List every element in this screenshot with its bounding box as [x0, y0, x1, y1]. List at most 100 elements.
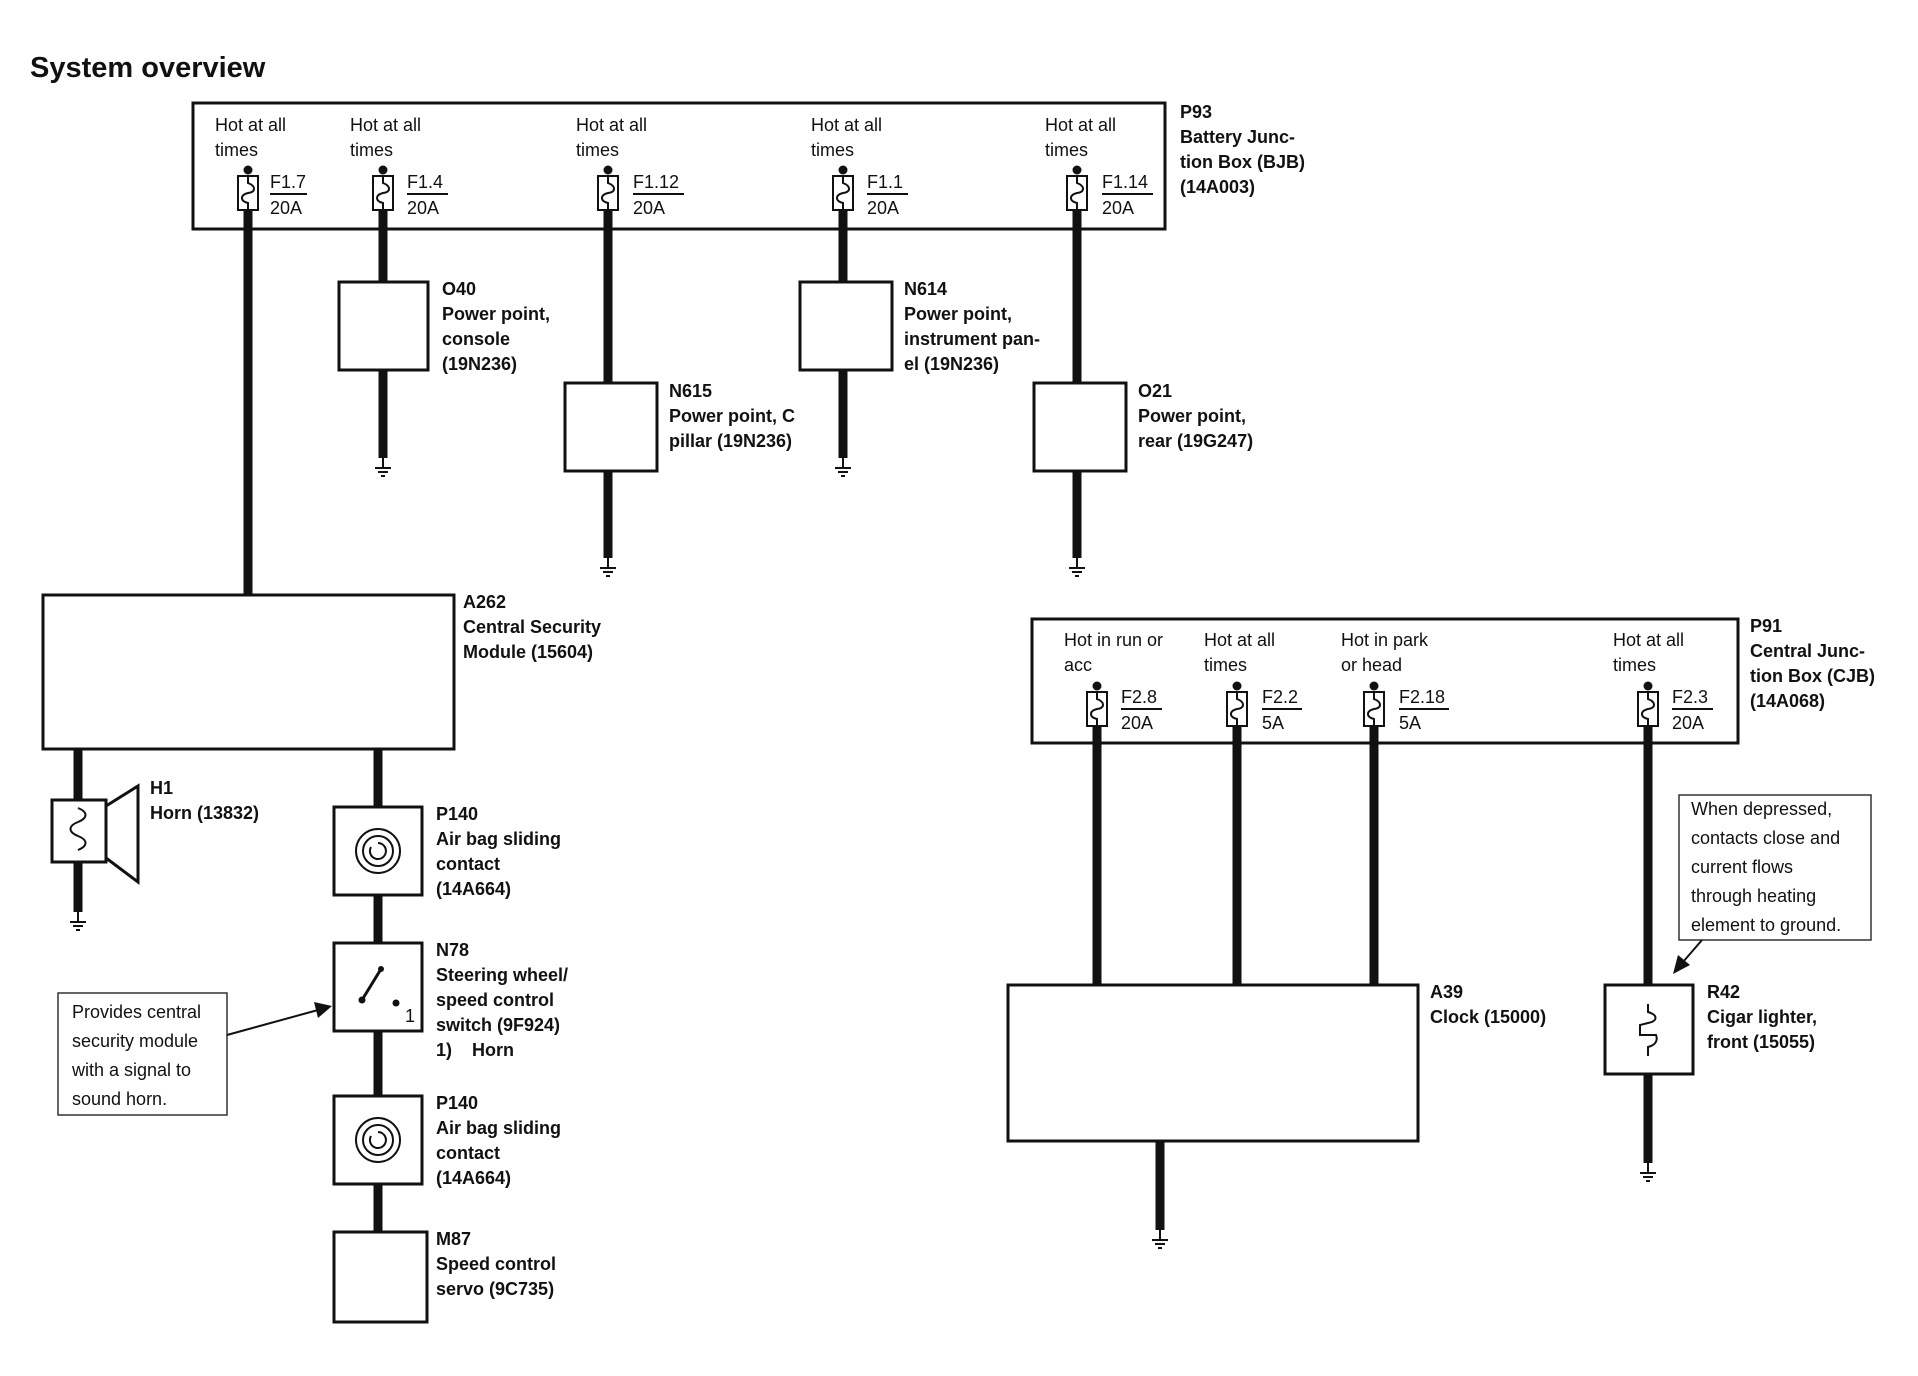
bjb-id: P93 — [1180, 102, 1212, 122]
fuse-hot-label: times — [350, 140, 393, 160]
fuse-hot-label: times — [576, 140, 619, 160]
callout-text: current flows — [1691, 857, 1793, 877]
component-desc: console — [442, 329, 510, 349]
callout-text: When depressed, — [1691, 799, 1832, 819]
fuse-hot-label: times — [215, 140, 258, 160]
power-point-c-pillar: N615 Power point, C pillar (19N236) — [563, 381, 795, 473]
fuse-f1-1: Hot at all times F1.1 20A — [811, 115, 908, 218]
central-junction-box: P91 Central Junc- tion Box (CJB) (14A068… — [1030, 616, 1875, 745]
airbag-sliding-contact-lower: P140 Air bag sliding contact (14A664) — [332, 1093, 561, 1188]
fuse-id: F2.3 — [1672, 687, 1708, 707]
fuse-rating: 20A — [1102, 198, 1134, 218]
component-desc: Speed control — [436, 1254, 556, 1274]
component-desc: switch (9F924) — [436, 1015, 560, 1035]
callout-text: Provides central — [72, 1002, 201, 1022]
component-id: N78 — [436, 940, 469, 960]
component-desc: pillar (19N236) — [669, 431, 792, 451]
component-desc: Air bag sliding — [436, 829, 561, 849]
component-desc: Steering wheel/ — [436, 965, 568, 985]
component-desc: Power point, C — [669, 406, 795, 426]
component-desc: rear (19G247) — [1138, 431, 1253, 451]
fuse-f1-12: Hot at all times F1.12 20A — [576, 115, 684, 218]
component-id: N615 — [669, 381, 712, 401]
fuse-hot-label: Hot at all — [1204, 630, 1275, 650]
component-id: O40 — [442, 279, 476, 299]
component-id: N614 — [904, 279, 947, 299]
fuse-hot-label: Hot at all — [576, 115, 647, 135]
component-desc: Horn (13832) — [150, 803, 259, 823]
fuse-id: F2.8 — [1121, 687, 1157, 707]
component-id: M87 — [436, 1229, 471, 1249]
component-id: A39 — [1430, 982, 1463, 1002]
callout-text: with a signal to — [71, 1060, 191, 1080]
fuse-id: F1.4 — [407, 172, 443, 192]
callout-lighter: When depressed, contacts close and curre… — [1673, 794, 1872, 974]
component-id: H1 — [150, 778, 173, 798]
callout-text: security module — [72, 1031, 198, 1051]
fuse-f1-4: Hot at all times F1.4 20A — [350, 115, 448, 218]
fuse-hot-label: Hot at all — [1045, 115, 1116, 135]
fuse-rating: 20A — [1121, 713, 1153, 733]
component-desc: (14A664) — [436, 879, 511, 899]
callout-text: element to ground. — [1691, 915, 1841, 935]
component-desc: Power point, — [904, 304, 1012, 324]
fuse-id: F2.2 — [1262, 687, 1298, 707]
callout-text: contacts close and — [1691, 828, 1840, 848]
bjb-wires — [243, 211, 1082, 595]
ground-icon — [69, 911, 87, 931]
fuse-hot-label: Hot at all — [811, 115, 882, 135]
fuse-rating: 20A — [270, 198, 302, 218]
fuse-f2-3: Hot at all times F2.3 20A — [1613, 630, 1713, 733]
steering-wheel-speed-control-switch: 1 N78 Steering wheel/ speed control swit… — [332, 940, 568, 1060]
central-security-module: A262 Central Security Module (15604) — [41, 592, 601, 751]
fuse-rating: 20A — [1672, 713, 1704, 733]
fuse-f1-7: Hot at all times F1.7 20A — [215, 115, 307, 218]
fuse-hot-label: times — [1045, 140, 1088, 160]
component-desc: Module (15604) — [463, 642, 593, 662]
ground-icon — [1151, 1229, 1169, 1249]
bjb-desc-1: Battery Junc- — [1180, 127, 1295, 147]
switch-note: 1) Horn — [436, 1040, 514, 1060]
callout-horn-signal: Provides central security module with a … — [57, 992, 332, 1116]
bjb-desc-3: (14A003) — [1180, 177, 1255, 197]
ground-symbols-top — [374, 457, 1086, 577]
cigar-lighter: R42 Cigar lighter, front (15055) — [1603, 982, 1817, 1076]
component-desc: (14A664) — [436, 1168, 511, 1188]
component-desc: Central Security — [463, 617, 601, 637]
fuse-hot-label: Hot at all — [215, 115, 286, 135]
fuse-hot-label: Hot in park — [1341, 630, 1429, 650]
fuse-id: F2.18 — [1399, 687, 1445, 707]
fuse-hot-label: Hot in run or — [1064, 630, 1163, 650]
component-desc: speed control — [436, 990, 554, 1010]
fuse-rating: 5A — [1399, 713, 1421, 733]
cjb-id: P91 — [1750, 616, 1782, 636]
fuse-f2-2: Hot at all times F2.2 5A — [1204, 630, 1302, 733]
fuse-id: F1.7 — [270, 172, 306, 192]
fuse-id: F1.1 — [867, 172, 903, 192]
switch-pin-number: 1 — [405, 1006, 415, 1026]
component-desc: contact — [436, 854, 500, 874]
fuse-rating: 20A — [633, 198, 665, 218]
power-point-console: O40 Power point, console (19N236) — [337, 279, 550, 374]
power-point-rear: O21 Power point, rear (19G247) — [1032, 381, 1253, 473]
clock: A39 Clock (15000) — [1006, 982, 1546, 1143]
fuse-id: F1.12 — [633, 172, 679, 192]
component-id: A262 — [463, 592, 506, 612]
horn: H1 Horn (13832) — [50, 778, 259, 885]
fuse-hot-label: or head — [1341, 655, 1402, 675]
callout-text: through heating — [1691, 886, 1816, 906]
airbag-sliding-contact-upper: P140 Air bag sliding contact (14A664) — [332, 804, 561, 899]
page-title: System overview — [30, 52, 266, 84]
fuse-rating: 5A — [1262, 713, 1284, 733]
cjb-desc-2: tion Box (CJB) — [1750, 666, 1875, 686]
component-desc: Clock (15000) — [1430, 1007, 1546, 1027]
ground-icon — [1639, 1162, 1657, 1182]
fuse-f1-14: Hot at all times F1.14 20A — [1045, 115, 1153, 218]
fuse-rating: 20A — [867, 198, 899, 218]
cjb-wires — [1092, 726, 1653, 1230]
component-desc: contact — [436, 1143, 500, 1163]
battery-junction-box: P93 Battery Junc- tion Box (BJB) (14A003… — [191, 101, 1305, 231]
bjb-desc-2: tion Box (BJB) — [1180, 152, 1305, 172]
fuse-rating: 20A — [407, 198, 439, 218]
